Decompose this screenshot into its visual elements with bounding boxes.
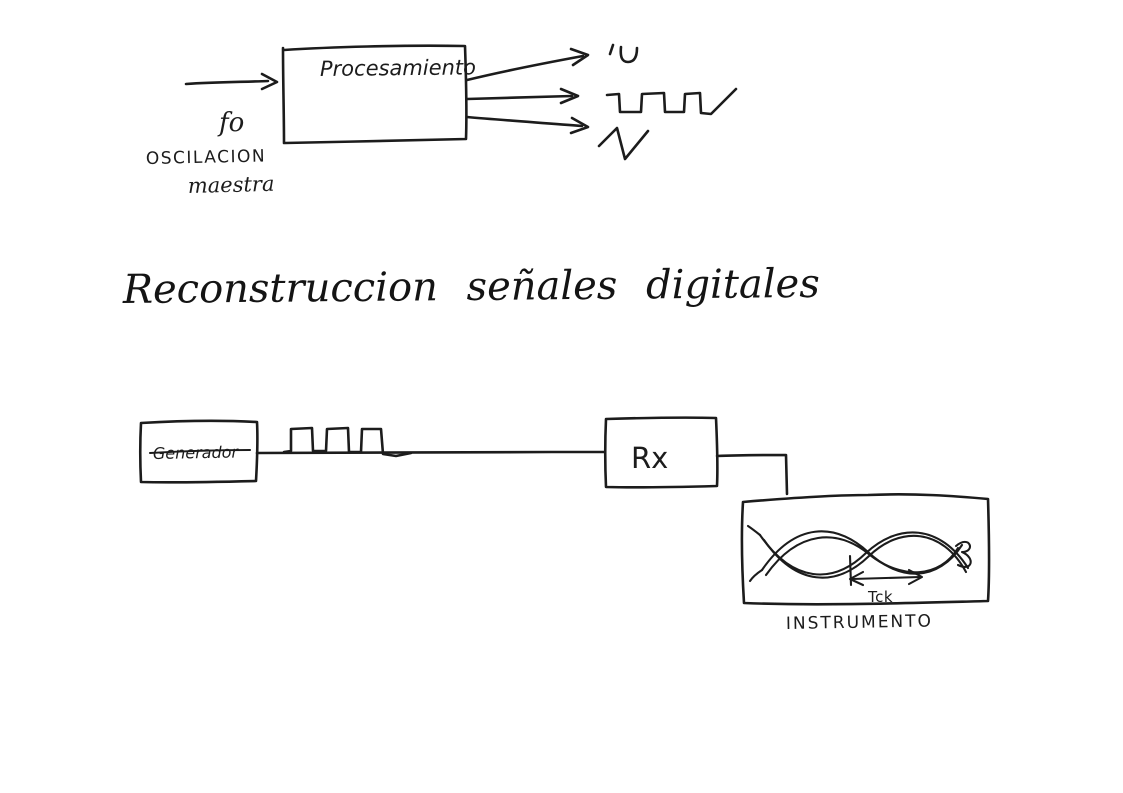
processing-box bbox=[281, 44, 468, 145]
master-oscillation-block: Procesamiento fo OSCILACION maestra bbox=[146, 44, 590, 198]
digital-signal-square-wave-icon bbox=[282, 426, 413, 458]
output-arrow-top bbox=[465, 47, 590, 82]
generator-label: Generador bbox=[153, 442, 240, 463]
signal-reconstruction-diagram: Generador Rx bbox=[138, 416, 991, 634]
rx-box bbox=[603, 416, 719, 489]
output-arrow-middle bbox=[465, 87, 580, 105]
instrument-label: INSTRUMENTO bbox=[786, 611, 933, 634]
sine-wave-icon bbox=[608, 43, 639, 64]
tck-label: Tck bbox=[867, 588, 893, 606]
fo-label: fo bbox=[217, 108, 244, 138]
input-arrow bbox=[184, 72, 279, 91]
triangle-wave-icon bbox=[597, 126, 650, 161]
processing-box-label: Procesamiento bbox=[320, 55, 476, 81]
rx-to-instrument-connector bbox=[715, 453, 789, 496]
page-title: Reconstruccion señales digitales bbox=[122, 261, 820, 313]
oscillation-caption-line1: OSCILACION bbox=[146, 146, 267, 169]
eye-diagram-sketch bbox=[746, 524, 972, 583]
oscillation-caption-line2: maestra bbox=[188, 172, 275, 198]
rx-label: Rx bbox=[631, 441, 668, 475]
instrument-box bbox=[740, 493, 991, 606]
output-waveforms bbox=[597, 43, 738, 161]
transmission-line bbox=[255, 450, 606, 455]
square-wave-icon bbox=[605, 87, 738, 116]
output-arrow-bottom bbox=[465, 115, 590, 135]
tck-arrow bbox=[848, 554, 924, 587]
